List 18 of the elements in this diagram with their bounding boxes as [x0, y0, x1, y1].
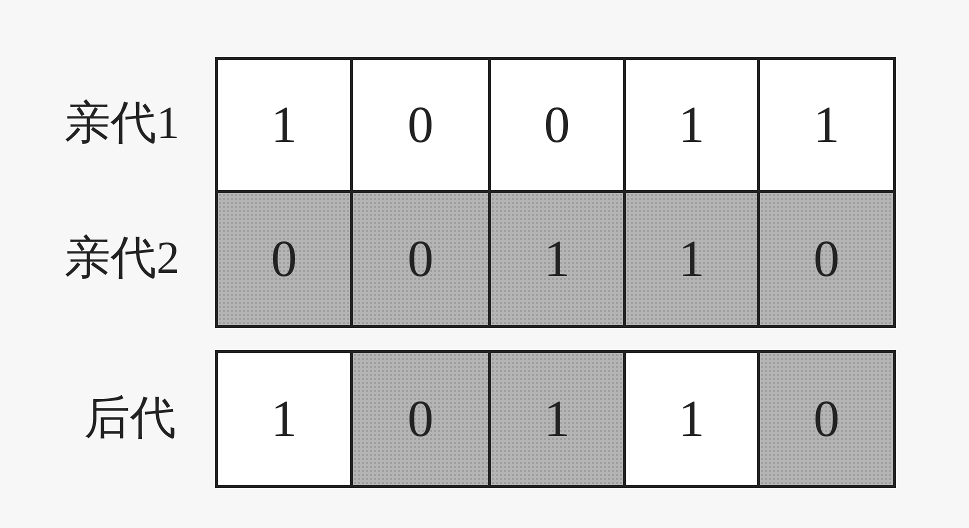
row-label: 亲代2 — [64, 231, 180, 285]
bit-cell: 0 — [215, 190, 353, 328]
row-label: 后代 — [84, 391, 176, 445]
bit-cell: 1 — [488, 350, 626, 488]
bit-cell: 1 — [757, 57, 896, 193]
bit-cell: 0 — [757, 190, 896, 328]
row-label: 亲代1 — [64, 96, 180, 150]
bit-cell: 1 — [488, 190, 626, 328]
bit-cell: 0 — [350, 190, 491, 328]
bit-cell: 0 — [350, 57, 491, 193]
bit-cell: 1 — [215, 350, 353, 488]
bit-cell: 1 — [623, 350, 760, 488]
bit-cell: 0 — [350, 350, 491, 488]
bit-cell: 0 — [488, 57, 626, 193]
bit-cell: 1 — [215, 57, 353, 193]
bit-cell: 1 — [623, 57, 760, 193]
bit-cell: 0 — [757, 350, 896, 488]
bit-cell: 1 — [623, 190, 760, 328]
